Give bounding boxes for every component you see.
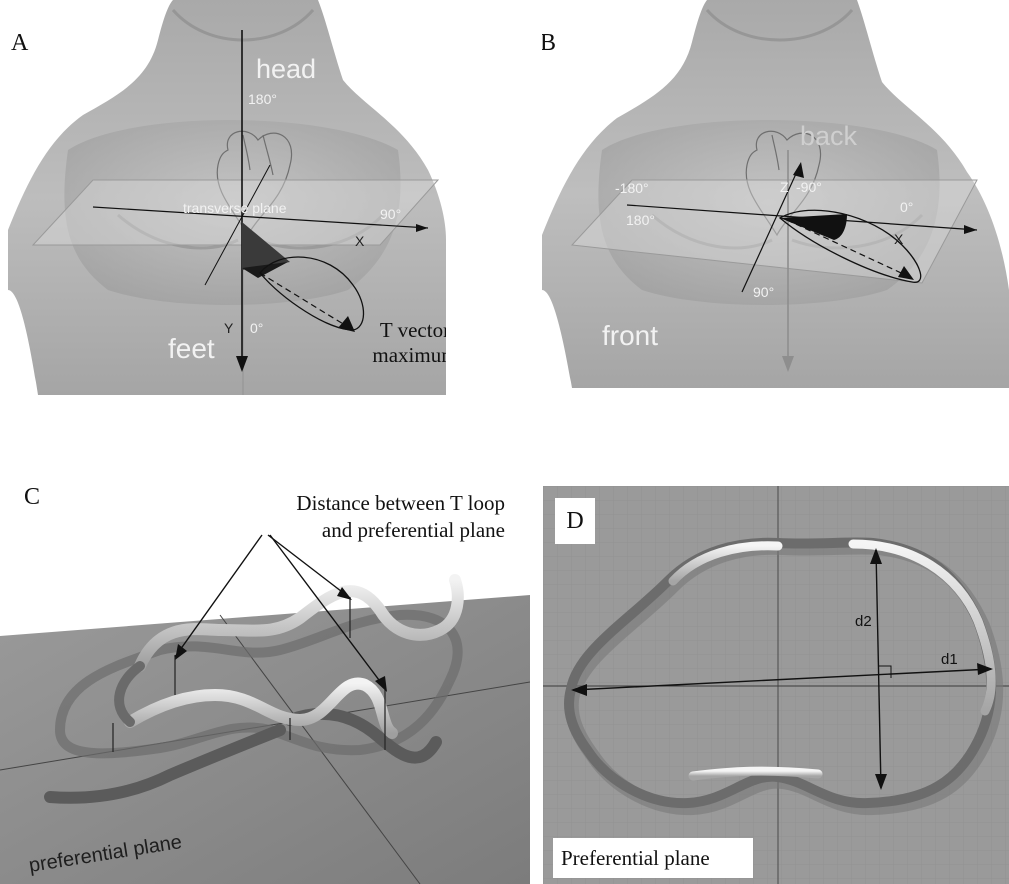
label-x: X	[355, 233, 365, 249]
label-180: 180°	[248, 91, 277, 107]
label-0: 0°	[900, 199, 913, 215]
label-front: front	[602, 320, 658, 351]
t-vector-label: T vector maximum	[370, 318, 446, 368]
distance-label-line-1: Distance between T loop	[180, 490, 505, 517]
panel-letter-b: B	[542, 30, 556, 57]
panel-b-figure: back -180° 180° Z -90° 0° X 90° front	[542, 0, 1009, 388]
label-d1: d1	[941, 651, 958, 668]
panel-a: head 180° transverse plane 90° X Y 0° fe…	[8, 0, 446, 395]
label-d2: d2	[855, 613, 872, 630]
panel-c: preferential plane C Distance between T …	[0, 480, 530, 884]
label-plane: transverse plane	[183, 200, 287, 216]
label-m90: -90°	[796, 179, 822, 195]
label-feet: feet	[168, 333, 215, 364]
panel-d: d2 d1 D Preferential plane	[543, 486, 1009, 884]
label-back: back	[800, 121, 858, 151]
label-head: head	[256, 54, 316, 84]
label-90: 90°	[380, 206, 401, 222]
label-0: 0°	[250, 320, 263, 336]
panel-letter-c: C	[24, 484, 40, 511]
t-vector-line-1: T vector	[370, 318, 446, 343]
preferential-plane-caption: Preferential plane	[553, 838, 753, 878]
t-vector-line-2: maximum	[370, 343, 446, 368]
label-x: X	[894, 231, 904, 247]
label-m180: -180°	[615, 180, 649, 196]
panel-b: back -180° 180° Z -90° 0° X 90° front B	[542, 0, 1009, 388]
label-90: 90°	[753, 284, 774, 300]
label-z: Z	[780, 179, 789, 195]
panel-letter-d: D	[555, 498, 595, 544]
distance-label-line-2: and preferential plane	[180, 517, 505, 544]
distance-label: Distance between T loop and preferential…	[180, 490, 505, 544]
panel-letter-a: A	[11, 30, 28, 57]
panel-d-figure: d2 d1	[543, 486, 1009, 884]
loop-highlight-bottom	[693, 771, 818, 776]
label-y: Y	[224, 320, 234, 336]
label-180: 180°	[626, 212, 655, 228]
